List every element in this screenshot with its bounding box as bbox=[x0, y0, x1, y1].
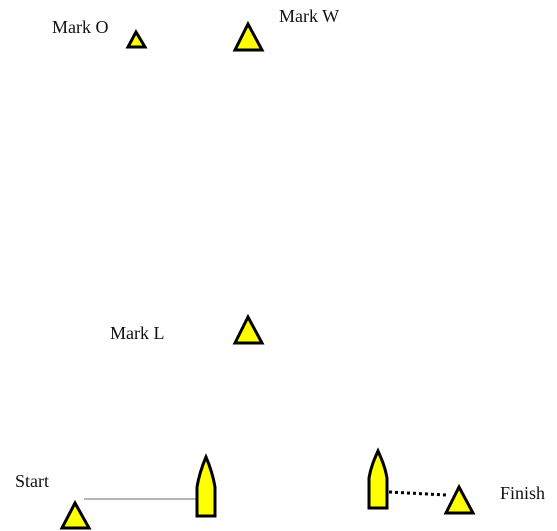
start-boat-icon bbox=[195, 453, 217, 518]
mark-w-triangle-icon bbox=[232, 20, 265, 52]
mark-l-label: Mark L bbox=[110, 323, 164, 343]
start-label: Start bbox=[15, 471, 49, 491]
finish-label: Finish bbox=[500, 483, 545, 503]
mark-l-triangle-icon bbox=[232, 313, 265, 345]
finish-line bbox=[388, 490, 447, 497]
mark-w-label: Mark W bbox=[279, 6, 339, 26]
finish-boat-icon bbox=[367, 447, 389, 510]
start-mark-triangle-icon bbox=[59, 499, 92, 530]
mark-o-triangle-icon bbox=[125, 28, 148, 49]
mark-o-label: Mark O bbox=[52, 17, 109, 37]
finish-mark-triangle-icon bbox=[443, 483, 476, 515]
